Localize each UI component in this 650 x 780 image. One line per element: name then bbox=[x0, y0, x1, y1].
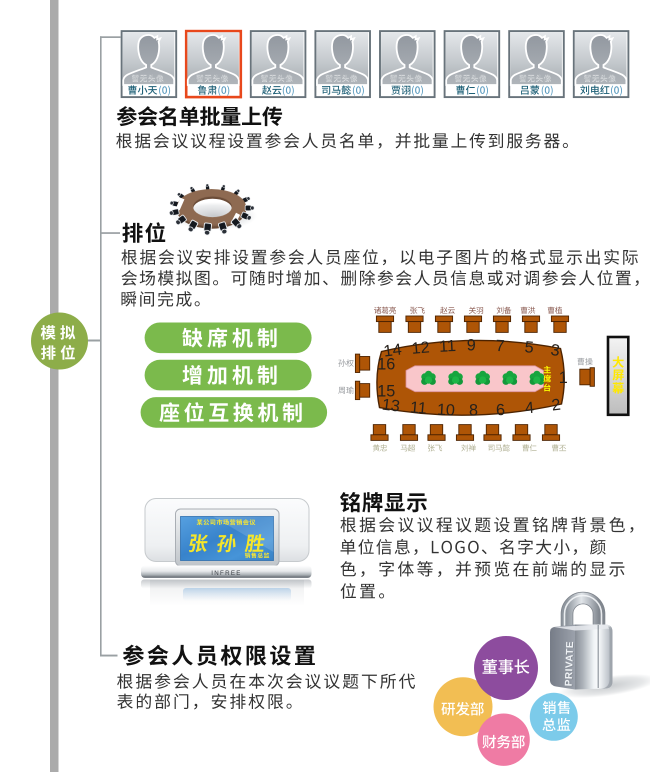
svg-text:13: 13 bbox=[381, 396, 401, 416]
svg-text:PRIVATE: PRIVATE bbox=[565, 641, 578, 687]
svg-text:3: 3 bbox=[550, 341, 561, 360]
svg-text:7: 7 bbox=[495, 337, 505, 355]
svg-text:12: 12 bbox=[411, 338, 431, 358]
svg-text:14: 14 bbox=[383, 341, 403, 361]
svg-text:16: 16 bbox=[377, 355, 395, 373]
svg-text:8: 8 bbox=[469, 402, 478, 420]
svg-text:4: 4 bbox=[524, 399, 535, 418]
svg-text:10: 10 bbox=[436, 401, 455, 420]
svg-text:INFREE: INFREE bbox=[211, 570, 242, 577]
svg-text:15: 15 bbox=[377, 382, 395, 400]
svg-text:5: 5 bbox=[524, 338, 535, 357]
svg-text:11: 11 bbox=[439, 337, 457, 356]
svg-text:6: 6 bbox=[496, 401, 506, 419]
svg-text:2: 2 bbox=[551, 396, 562, 415]
svg-text:1: 1 bbox=[559, 369, 568, 387]
svg-text:PRIVATE: PRIVATE bbox=[564, 641, 577, 687]
svg-text:11: 11 bbox=[409, 398, 427, 417]
svg-text:9: 9 bbox=[467, 337, 476, 355]
